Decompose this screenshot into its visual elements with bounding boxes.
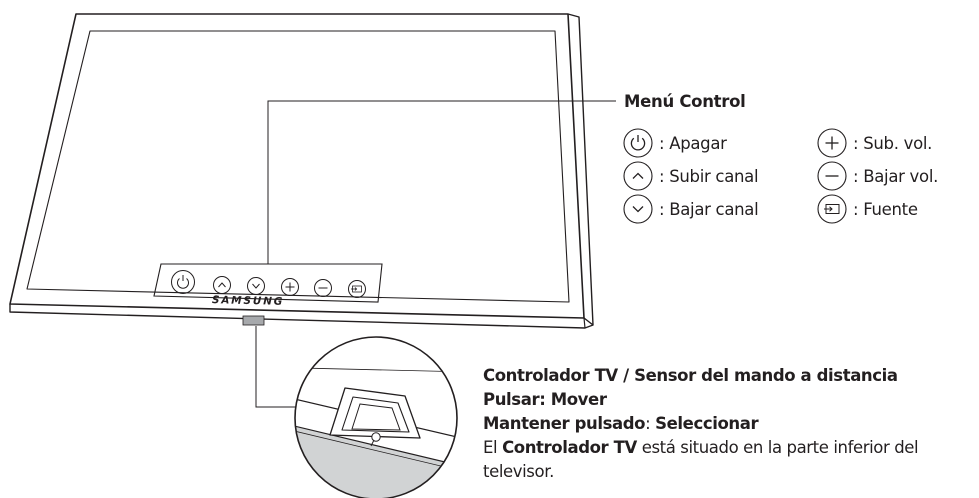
- controller-note-line: El Controlador TV está situado en la par…: [483, 436, 919, 460]
- channel-up-icon: [623, 161, 653, 191]
- controller-note-cont: televisor.: [483, 462, 554, 481]
- legend-label-source: : Fuente: [853, 199, 918, 219]
- legend-item-power: : Apagar: [622, 128, 727, 158]
- hold-action: Seleccionar: [655, 414, 759, 433]
- onscreen-control-menu: [153, 263, 383, 303]
- panel-channel-up-icon: [213, 276, 231, 294]
- source-icon: [817, 194, 847, 224]
- controller-hold-text: Mantener pulsado: Seleccionar: [483, 412, 918, 436]
- legend-item-source: : Fuente: [816, 194, 918, 224]
- legend-label-volume-up: : Sub. vol.: [853, 133, 933, 153]
- legend-item-channel-down: : Bajar canal: [622, 194, 759, 224]
- legend-label-channel-up: : Subir canal: [659, 166, 759, 186]
- samsung-logo: SAMSUNG: [212, 294, 284, 308]
- note-prefix: El: [483, 438, 503, 457]
- sensor-leader-line: [255, 326, 297, 408]
- panel-channel-down-icon: [247, 277, 265, 295]
- controller-title: Controlador TV / Sensor del mando a dist…: [483, 366, 898, 385]
- note-bold: Controlador TV: [502, 438, 637, 457]
- legend-item-channel-up: : Subir canal: [622, 161, 759, 191]
- legend-item-volume-up: : Sub. vol.: [816, 128, 932, 158]
- panel-volume-up-icon: [281, 278, 299, 296]
- legend-label-power: : Apagar: [659, 133, 727, 153]
- controller-press-text: Pulsar: Mover: [483, 390, 607, 409]
- panel-power-icon: [171, 270, 195, 294]
- panel-source-icon: [348, 280, 366, 298]
- legend-item-volume-down: : Bajar vol.: [816, 161, 938, 191]
- volume-down-icon: [817, 161, 847, 191]
- controller-zoom-detail: [294, 336, 458, 498]
- legend-label-channel-down: : Bajar canal: [659, 199, 759, 219]
- hold-separator: :: [645, 414, 656, 433]
- channel-down-icon: [623, 194, 653, 224]
- tv-outline: [9, 13, 594, 329]
- hold-label: Mantener pulsado: [483, 414, 646, 433]
- legend-label-volume-down: : Bajar vol.: [853, 166, 939, 186]
- menu-control-title: Menú Control: [624, 92, 746, 111]
- volume-up-icon: [817, 128, 847, 158]
- controller-sensor: [242, 315, 265, 326]
- panel-volume-down-icon: [314, 279, 332, 297]
- note-rest: está situado en la parte inferior del: [636, 438, 919, 457]
- power-icon: [623, 128, 653, 158]
- controller-description: Controlador TV / Sensor del mando a dist…: [483, 364, 919, 484]
- menu-leader-line: [267, 100, 616, 264]
